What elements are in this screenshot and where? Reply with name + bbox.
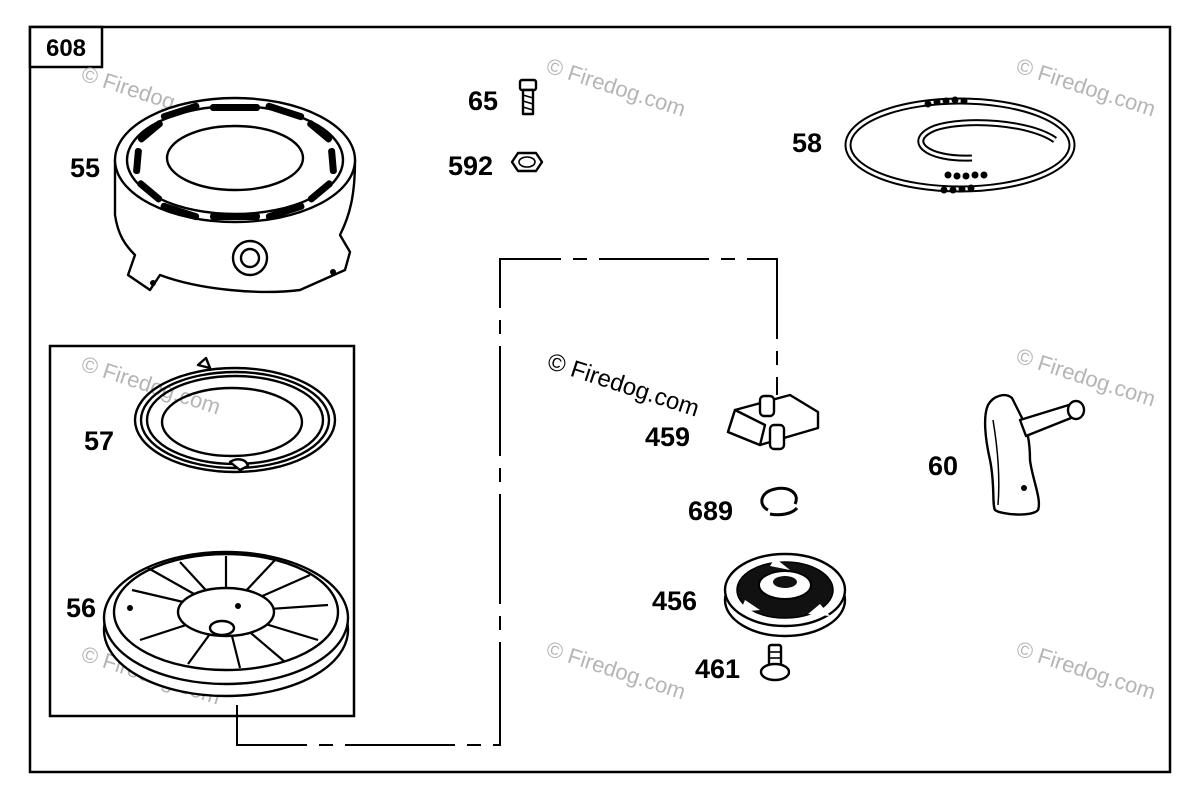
bolt-65 — [518, 78, 538, 116]
part-number-689: 689 — [688, 496, 733, 526]
part-number-60: 60 — [928, 451, 958, 481]
part-number-459: 459 — [645, 422, 690, 452]
blower-housing-55 — [113, 96, 357, 294]
part-number-461: 461 — [695, 654, 740, 684]
starter-handle-60 — [983, 394, 1086, 516]
starter-rope-58 — [844, 96, 1076, 194]
recoil-spring-57 — [133, 356, 337, 474]
part-number-592: 592 — [448, 151, 493, 181]
pawl-459 — [726, 393, 820, 451]
part-number-58: 58 — [792, 128, 822, 158]
ratchet-456 — [723, 552, 847, 638]
screw-461 — [759, 643, 791, 682]
nut-592 — [510, 151, 544, 173]
sub-assembly-box — [48, 344, 356, 718]
outer-frame — [28, 25, 1172, 774]
leader-line — [236, 258, 778, 746]
watermark: © Firedog.com — [543, 636, 688, 704]
part-number-456: 456 — [652, 586, 697, 616]
pulley-56 — [102, 550, 350, 698]
watermark: © Firedog.com — [543, 53, 688, 121]
part-number-55: 55 — [70, 153, 100, 183]
retainer-ring-689 — [760, 486, 799, 517]
section-number-box: 608 — [28, 25, 104, 69]
watermark-center: © Firedog.com — [544, 348, 702, 422]
section-number: 608 — [46, 35, 86, 62]
watermark: © Firedog.com — [1013, 343, 1158, 411]
part-number-56: 56 — [66, 593, 96, 623]
part-number-57: 57 — [84, 426, 114, 456]
part-number-65: 65 — [468, 86, 498, 116]
watermark: © Firedog.com — [1013, 636, 1158, 704]
